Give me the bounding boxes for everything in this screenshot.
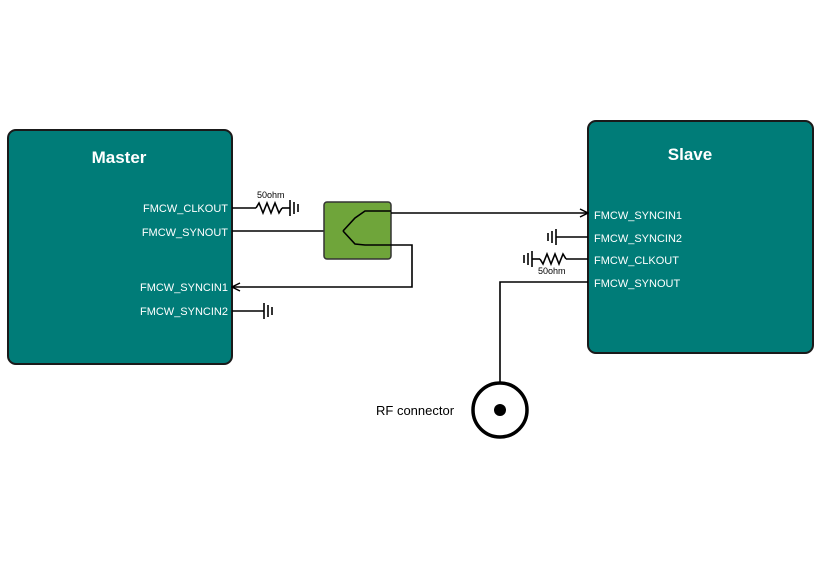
ground-icon <box>523 251 533 267</box>
resistor-label-master: 50ohm <box>257 190 285 200</box>
ground-icon <box>289 200 299 216</box>
slave-syncin2-ground <box>547 229 588 245</box>
slave-clkout-termination: 50ohm <box>523 251 588 276</box>
master-block: Master FMCW_CLKOUT FMCW_SYNOUT FMCW_SYNC… <box>7 129 233 365</box>
splitter-block <box>323 201 392 260</box>
master-syncin2-ground <box>232 303 273 319</box>
rf-connector-label: RF connector <box>376 403 455 418</box>
splitter-branch-bottom <box>342 230 391 246</box>
master-pin-clkout: FMCW_CLKOUT <box>143 203 228 215</box>
resistor-icon <box>539 251 567 267</box>
master-title: Master <box>92 148 147 167</box>
rf-connector: RF connector <box>376 381 529 439</box>
slave-pin-clkout: FMCW_CLKOUT <box>594 255 679 267</box>
slave-block: Slave FMCW_SYNCIN1 FMCW_SYNCIN2 FMCW_CLK… <box>587 120 814 354</box>
master-box <box>7 129 233 365</box>
wire-to-master-syncin1 <box>232 244 413 287</box>
ground-icon <box>547 229 557 245</box>
master-pin-syncin2: FMCW_SYNCIN2 <box>140 306 228 318</box>
ground-icon <box>263 303 273 319</box>
splitter-branch-top <box>342 210 391 232</box>
slave-pin-syncin1: FMCW_SYNCIN1 <box>594 210 682 222</box>
master-clkout-termination: 50ohm <box>232 190 299 216</box>
slave-pin-synout: FMCW_SYNOUT <box>594 278 680 290</box>
resistor-label-slave: 50ohm <box>538 266 566 276</box>
master-pin-syncin1: FMCW_SYNCIN1 <box>140 282 228 294</box>
resistor-icon <box>255 200 283 216</box>
wire-slave-synout-to-rf <box>499 281 588 384</box>
master-pin-synout: FMCW_SYNOUT <box>142 227 228 239</box>
slave-pin-syncin2: FMCW_SYNCIN2 <box>594 233 682 245</box>
slave-title: Slave <box>668 145 712 164</box>
